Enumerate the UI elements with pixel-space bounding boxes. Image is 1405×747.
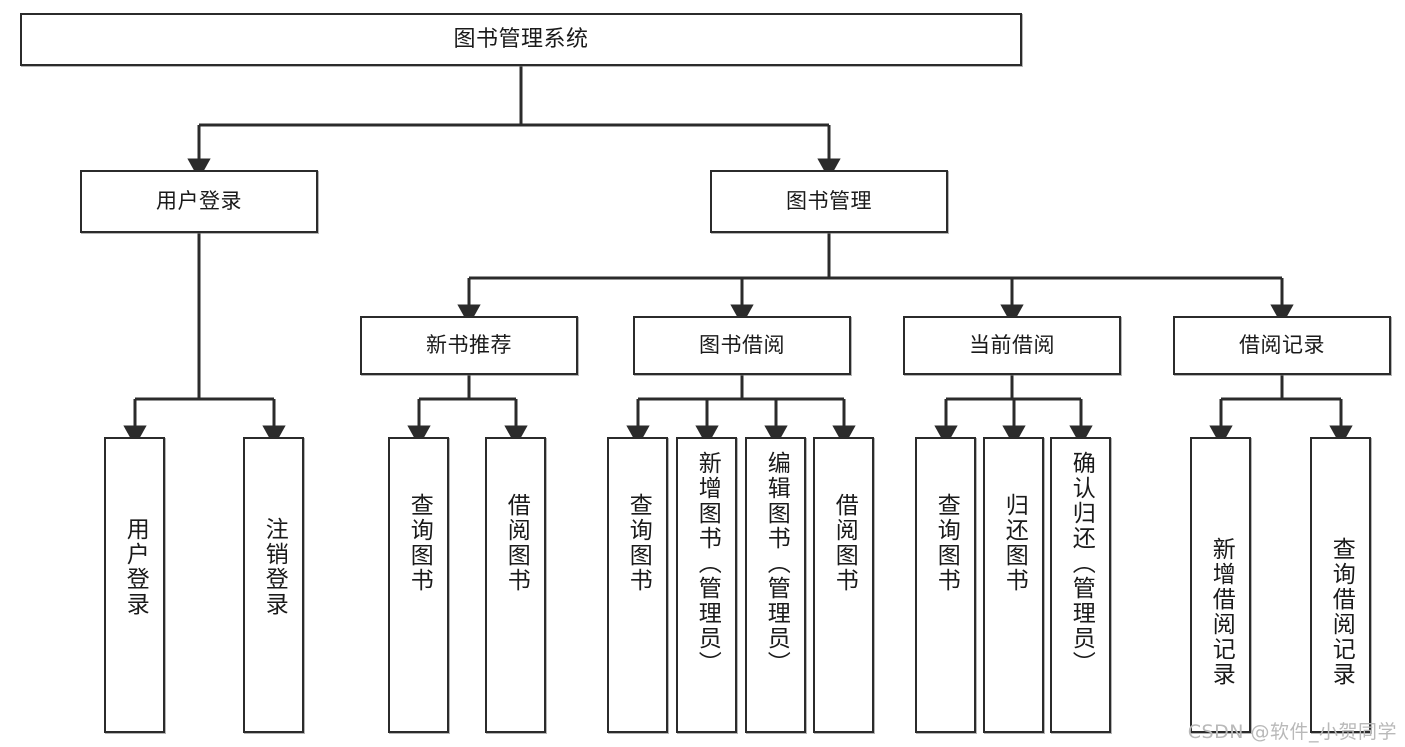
- node-label: 用户登录: [122, 517, 149, 617]
- node-book-borrow[interactable]: 图书借阅: [633, 316, 851, 375]
- node-label: 查询图书: [933, 493, 960, 593]
- node-label: 新增借阅记录: [1208, 537, 1235, 687]
- node-new-book-recommend[interactable]: 新书推荐: [360, 316, 578, 375]
- leaf-query-book-recommend[interactable]: 查询图书: [388, 437, 449, 733]
- node-label: 查询图书: [406, 493, 433, 593]
- leaf-confirm-return-admin[interactable]: 确认归还（管理员）: [1050, 437, 1111, 733]
- node-label: 当前借阅: [969, 333, 1055, 358]
- leaf-user-login[interactable]: 用户登录: [104, 437, 165, 733]
- node-label: 借阅图书: [503, 493, 530, 593]
- leaf-query-book-current[interactable]: 查询图书: [915, 437, 976, 733]
- leaf-add-book-admin[interactable]: 新增图书（管理员）: [676, 437, 737, 733]
- node-label: 新增图书（管理员）: [694, 451, 721, 676]
- leaf-borrow-book[interactable]: 借阅图书: [813, 437, 874, 733]
- leaf-edit-book-admin[interactable]: 编辑图书（管理员）: [745, 437, 806, 733]
- leaf-logout[interactable]: 注销登录: [243, 437, 304, 733]
- csdn-watermark: CSDN @软件_小贺同学: [1187, 721, 1397, 743]
- node-label: 借阅记录: [1239, 333, 1325, 358]
- node-label: 查询图书: [625, 493, 652, 593]
- node-borrow-record[interactable]: 借阅记录: [1173, 316, 1391, 375]
- node-label: 确认归还（管理员）: [1068, 451, 1095, 676]
- node-label: 图书管理系统: [453, 26, 589, 52]
- node-label: 图书管理: [786, 189, 872, 214]
- leaf-borrow-book-recommend[interactable]: 借阅图书: [485, 437, 546, 733]
- node-label: 新书推荐: [426, 333, 512, 358]
- leaf-query-book-borrow[interactable]: 查询图书: [607, 437, 668, 733]
- leaf-query-borrow-record[interactable]: 查询借阅记录: [1310, 437, 1371, 733]
- node-current-borrow[interactable]: 当前借阅: [903, 316, 1121, 375]
- node-label: 编辑图书（管理员）: [763, 451, 790, 676]
- node-label: 查询借阅记录: [1328, 537, 1355, 687]
- node-label: 用户登录: [156, 189, 242, 214]
- node-label: 注销登录: [261, 517, 288, 617]
- node-book-manage[interactable]: 图书管理: [710, 170, 948, 233]
- leaf-add-borrow-record[interactable]: 新增借阅记录: [1190, 437, 1251, 733]
- node-label: 借阅图书: [831, 493, 858, 593]
- node-label: 图书借阅: [699, 333, 785, 358]
- node-label: 归还图书: [1001, 493, 1028, 593]
- node-user-login[interactable]: 用户登录: [80, 170, 318, 233]
- leaf-return-book[interactable]: 归还图书: [983, 437, 1044, 733]
- node-root-system[interactable]: 图书管理系统: [20, 13, 1022, 66]
